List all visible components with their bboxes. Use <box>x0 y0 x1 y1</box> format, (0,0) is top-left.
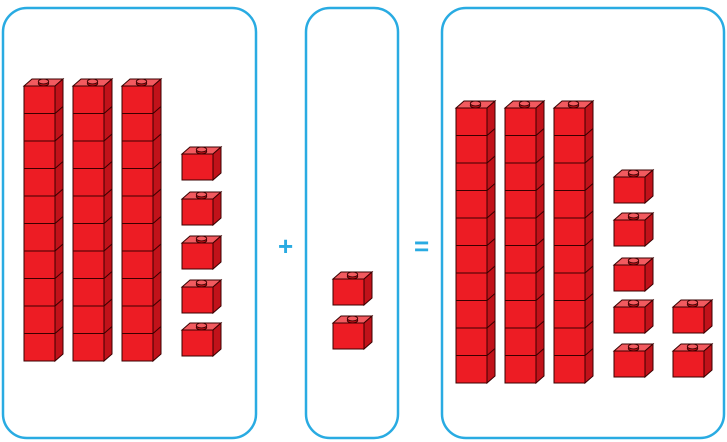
right-unit-cube <box>612 298 655 335</box>
left-unit-cube <box>180 234 223 271</box>
right-tens-rod <box>454 99 497 385</box>
middle-unit-cube <box>331 314 374 351</box>
right-unit-cube <box>671 298 714 335</box>
left-unit-cube <box>180 145 223 182</box>
middle-panel <box>304 6 400 440</box>
left-unit-cube <box>180 278 223 315</box>
left-unit-cube <box>180 321 223 358</box>
left-tens-rod <box>120 77 163 363</box>
equals-sign: = <box>414 231 430 261</box>
blocks-layer <box>22 77 714 385</box>
right-tens-rod <box>552 99 595 385</box>
middle-unit-cube <box>331 270 374 307</box>
left-tens-rod <box>71 77 114 363</box>
left-tens-rod <box>22 77 65 363</box>
right-unit-cube <box>612 342 655 379</box>
right-unit-cube <box>671 342 714 379</box>
right-unit-cube <box>612 211 655 248</box>
right-unit-cube <box>612 256 655 293</box>
right-tens-rod <box>503 99 546 385</box>
left-unit-cube <box>180 190 223 227</box>
plus-sign: + <box>278 231 294 261</box>
right-unit-cube <box>612 168 655 205</box>
